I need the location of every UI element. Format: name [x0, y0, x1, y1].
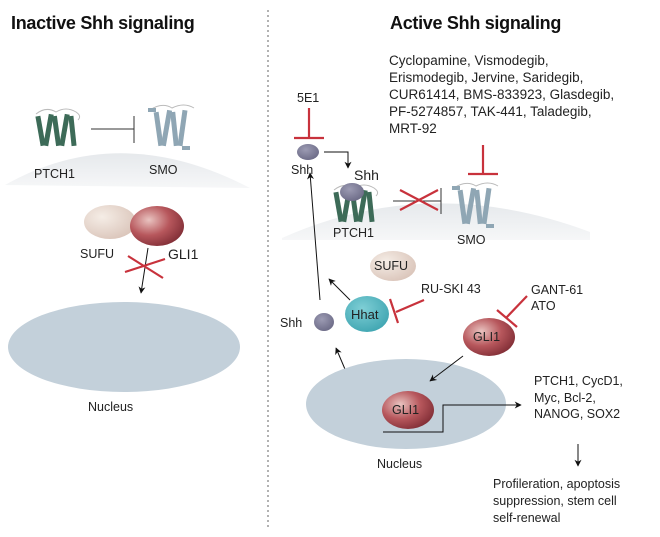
gli1-protein-inactive [130, 206, 184, 246]
inhibition-bar [496, 309, 518, 328]
membrane-inactive [5, 153, 250, 188]
arrow-shh-secretion [307, 172, 321, 301]
label-shh-free: Shh [291, 163, 314, 177]
label-ptch1-inactive: PTCH1 [34, 167, 75, 181]
label-5e1-antibody: 5E1 [297, 91, 320, 105]
shh-ligand-free [297, 144, 319, 160]
smo-inhibitor-list: Cyclopamine, Vismodegib, Erismodegib, Je… [389, 53, 615, 136]
ptch1-receptor-icon [35, 108, 81, 147]
label-nucleus-inactive: Nucleus [88, 400, 134, 414]
block-cross-icon [399, 189, 439, 211]
label-ptch1-active: PTCH1 [333, 226, 374, 240]
arrow-transcription [383, 401, 522, 433]
outcome-list: Profileration, apoptosis suppression, st… [493, 477, 621, 525]
gli1-protein-nucleus [382, 391, 434, 429]
inactive-panel-title: Inactive Shh signaling [11, 13, 195, 33]
target-gene-list: PTCH1, CycD1, Myc, Bcl-2, NANOG, SOX2 [534, 374, 623, 421]
sufu-protein-active [370, 251, 416, 281]
gli1-protein-cytoplasm [463, 318, 515, 356]
arrow-hhat-to-shh [328, 278, 351, 301]
label-hhat: Hhat [351, 307, 379, 322]
label-gli-inhibitors: GANT-61 ATO [531, 283, 584, 313]
nucleus-inactive [8, 302, 240, 392]
label-sufu-inactive: SUFU [80, 247, 115, 261]
smo-receptor-icon [148, 104, 195, 150]
inhibition-ru-ski [395, 298, 425, 314]
label-smo-active: SMO [457, 233, 486, 247]
label-gli1-inactive: GLI1 [168, 246, 199, 262]
smo-receptor-icon-active [452, 182, 499, 228]
label-smo-inactive: SMO [149, 163, 178, 177]
inhibition-gant [505, 295, 528, 319]
label-shh-secreted: Shh [280, 316, 303, 330]
active-panel-title: Active Shh signaling [390, 13, 562, 33]
shh-ligand-bound [340, 183, 364, 201]
label-nucleus-active: Nucleus [377, 457, 423, 471]
label-gli1-nucleus: GLI1 [392, 403, 420, 417]
block-cross-icon [124, 255, 166, 279]
label-sufu-active: SUFU [374, 259, 409, 273]
label-ru-ski-43: RU-SKI 43 [421, 282, 481, 296]
inhibition-bar [388, 298, 400, 324]
arrow-gli1-to-nucleus [429, 355, 464, 382]
hhat-enzyme [345, 296, 389, 332]
arrow-shh-to-ptch1 [324, 151, 352, 169]
sufu-protein-inactive [84, 205, 136, 239]
arrow-gli1-to-nucleus-blocked [138, 247, 149, 294]
label-gli1-cytoplasm: GLI1 [473, 330, 501, 344]
shh-ligand-secreted [314, 313, 334, 331]
label-shh-bound: Shh [354, 167, 379, 183]
